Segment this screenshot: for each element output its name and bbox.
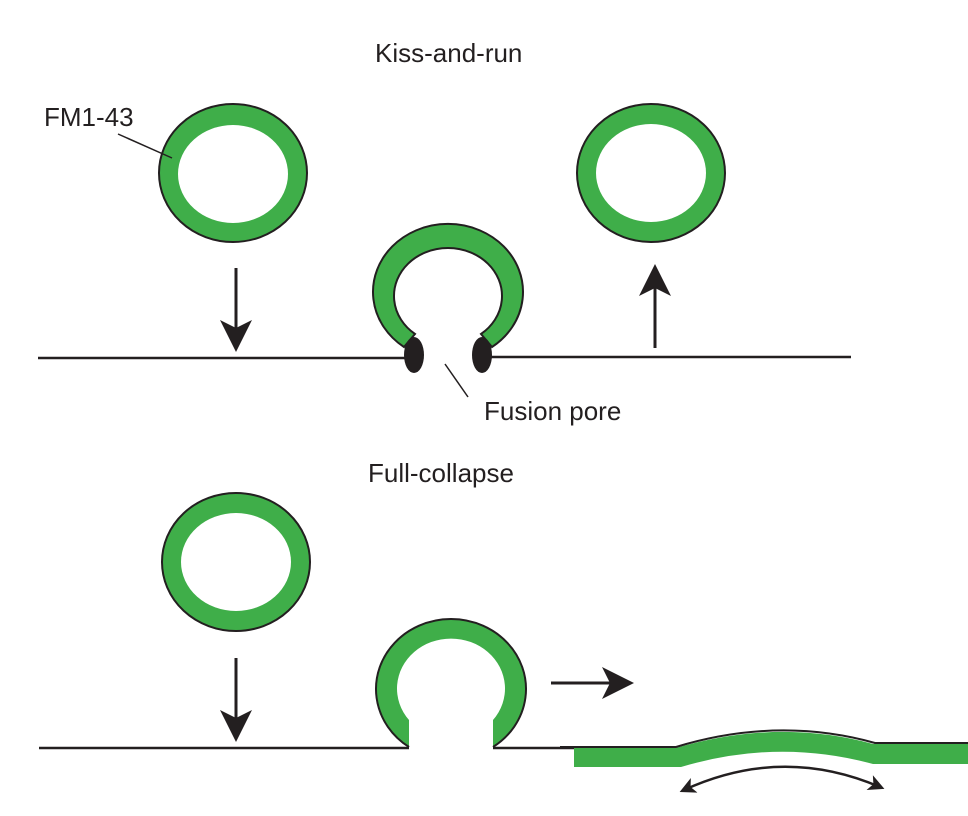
vesicle-approaching [158,103,308,243]
kiss-and-run-title: Kiss-and-run [375,38,522,68]
vesicle-omega-collapsing [375,618,527,748]
panel-full-collapse: Full-collapse [39,458,968,793]
pore-protein-right [472,337,492,373]
fusion-pore-pointer-line [444,363,469,398]
fm1-43-label: FM1-43 [44,102,134,132]
collapsed-vesicle-membrane [560,729,968,767]
panel-kiss-and-run: Kiss-and-run FM1-43 Fusion pore [38,38,851,426]
lateral-diffusion-arrow-icon [679,765,885,793]
full-collapse-title: Full-collapse [368,458,514,488]
vesicle-fused-pore [372,223,524,373]
fusion-pore-label: Fusion pore [484,396,621,426]
vesicle-retrieved [576,103,726,243]
pore-protein-left [404,337,424,373]
fm1-43-pointer-line [117,133,173,159]
vesicle-approaching-2 [161,492,311,632]
